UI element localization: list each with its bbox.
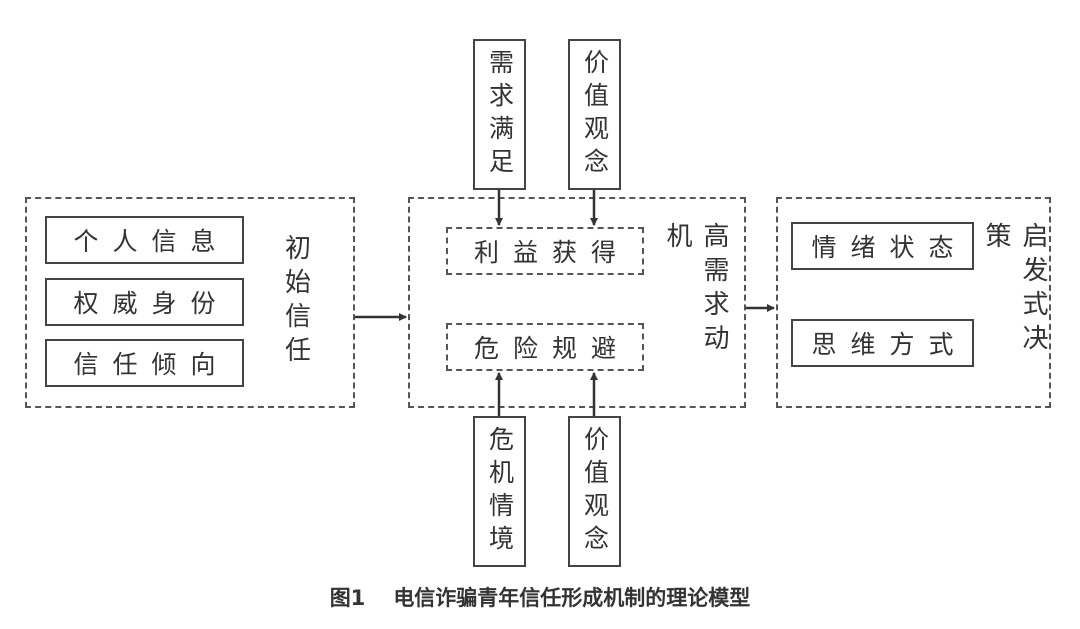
input-need-satisfaction: 需求满足	[473, 39, 526, 190]
initial-trust-group	[25, 197, 355, 408]
figure-caption: 图1 电信诈骗青年信任形成机制的理论模型	[0, 582, 1080, 612]
factor-personal-info: 个人信息	[45, 216, 244, 264]
factor-thinking-mode: 思维方式	[791, 319, 974, 367]
initial-trust-label: 初始信任	[280, 234, 311, 370]
input-crisis-situation: 危机情境	[473, 416, 526, 567]
component-benefit-gain: 利益获得	[446, 227, 644, 275]
input-values-bottom: 价值观念	[568, 416, 621, 567]
figure-title: 电信诈骗青年信任形成机制的理论模型	[393, 586, 751, 610]
figure-number: 图1	[329, 586, 366, 610]
factor-emotional-state: 情绪状态	[791, 222, 974, 270]
factor-trust-propensity: 信任倾向	[45, 339, 244, 387]
factor-authority-identity: 权威身份	[45, 278, 244, 326]
high-need-motivation-group	[408, 197, 746, 408]
input-values-top: 价值观念	[568, 39, 621, 190]
heuristic-decision-group	[776, 197, 1051, 408]
component-risk-avoidance: 危险规避	[446, 323, 644, 371]
